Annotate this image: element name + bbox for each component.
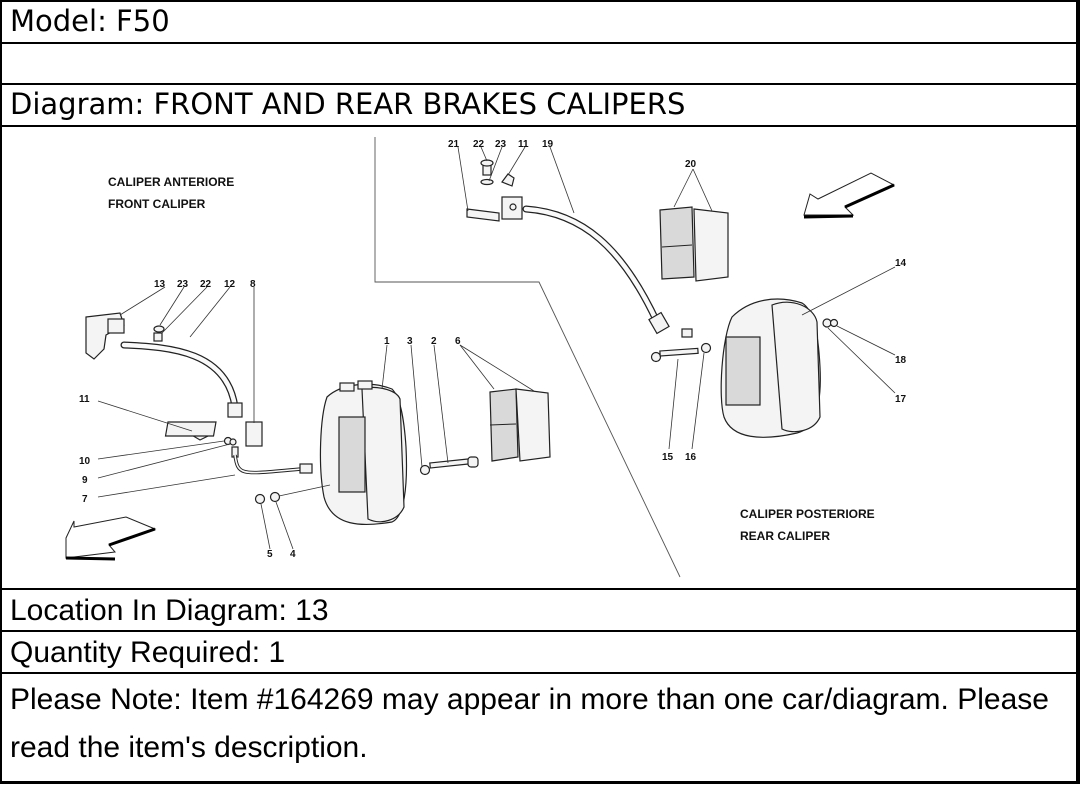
rear-bracket-21 (466, 159, 523, 222)
note-text: Please Note: Item #164269 may appear in … (10, 683, 1049, 764)
empty-row (2, 44, 1076, 85)
location-text: Location In Diagram: 13 (10, 594, 329, 627)
callout-12: 12 (224, 279, 236, 290)
location-row: Location In Diagram: 13 (2, 590, 1076, 632)
callout-3: 3 (407, 336, 413, 347)
front-caption-italian: CALIPER ANTERIORE (108, 175, 234, 189)
diagram-illustration: CALIPER ANTERIORE FRONT CALIPER CALIPER … (2, 127, 1076, 590)
model-text: Model: F50 (10, 4, 170, 38)
callout-8: 8 (250, 279, 256, 290)
quantity-row: Quantity Required: 1 (2, 632, 1076, 674)
callout-1: 1 (384, 336, 390, 347)
callout-18: 18 (895, 355, 907, 366)
quantity-text: Quantity Required: 1 (10, 636, 286, 669)
front-brake-pipe-7 (233, 454, 313, 475)
callout-7: 7 (82, 494, 88, 505)
callout-15: 15 (662, 452, 674, 463)
front-brake-hose-12 (120, 341, 243, 418)
front-caliper-1 (319, 380, 408, 526)
callout-22-rear: 22 (473, 139, 485, 150)
rear-caliper-14 (720, 298, 839, 438)
front-bolt-2 (419, 456, 479, 476)
callout-11-rear: 11 (518, 139, 529, 150)
callout-23-rear: 23 (495, 139, 507, 150)
callout-10: 10 (79, 456, 91, 467)
callout-16: 16 (685, 452, 697, 463)
callout-9: 9 (82, 475, 88, 486)
callout-4: 4 (290, 549, 296, 560)
callout-20: 20 (685, 159, 697, 170)
section-divider (374, 137, 681, 578)
callout-23-front: 23 (177, 279, 189, 290)
callout-21: 21 (448, 139, 460, 150)
front-brake-pads-6 (489, 388, 551, 462)
model-row: Model: F50 (2, 2, 1076, 44)
rear-caption-italian: CALIPER POSTERIORE (740, 507, 875, 521)
front-small-parts (153, 325, 263, 458)
front-brake-bracket-13 (85, 312, 125, 360)
direction-arrow-front-icon (65, 516, 157, 561)
callout-11-front: 11 (79, 394, 90, 405)
rear-caption-english: REAR CALIPER (740, 529, 830, 543)
callout-19: 19 (542, 139, 554, 150)
callout-17: 17 (895, 394, 907, 405)
diagram-title: Diagram: FRONT AND REAR BRAKES CALIPERS (10, 87, 686, 121)
callout-2: 2 (431, 336, 437, 347)
note-row: Please Note: Item #164269 may appear in … (2, 674, 1076, 783)
front-washer-5 (254, 493, 266, 505)
brake-calipers-diagram: CALIPER ANTERIORE FRONT CALIPER CALIPER … (65, 137, 907, 578)
callout-14: 14 (895, 258, 907, 269)
callout-13: 13 (154, 279, 166, 290)
rear-brake-pads-20 (659, 206, 729, 282)
rear-bolt-15 (650, 342, 712, 363)
diagram-row: Diagram: FRONT AND REAR BRAKES CALIPERS (2, 85, 1076, 127)
callout-5: 5 (267, 549, 273, 560)
front-washer-4 (269, 491, 281, 503)
direction-arrow-rear-icon (803, 172, 896, 219)
callout-6: 6 (455, 336, 461, 347)
rear-brake-hose-19 (522, 205, 693, 338)
front-caption-english: FRONT CALIPER (108, 197, 206, 211)
callout-22-front: 22 (200, 279, 212, 290)
